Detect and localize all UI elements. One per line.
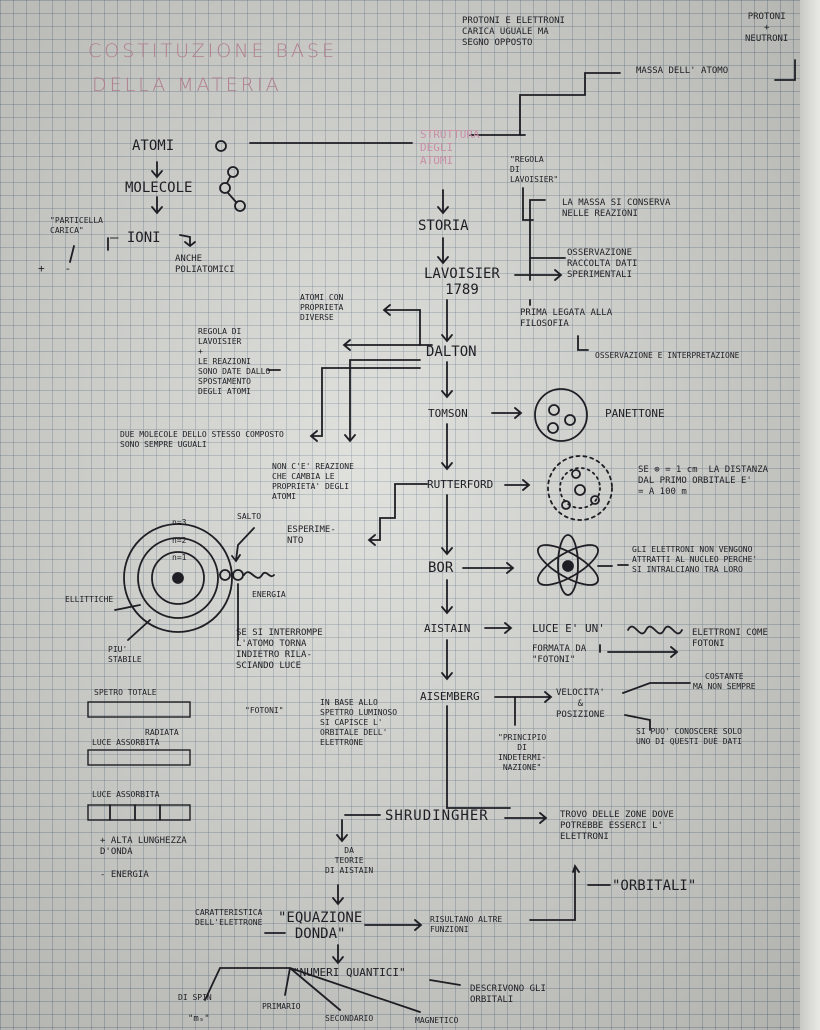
luce-assorbita-label-2: LUCE ASSORBITA — [92, 790, 160, 799]
costante-note: COSTANTE MA NON SEMPRE — [693, 672, 756, 691]
orbit-n2: n=2 — [172, 536, 187, 545]
regola-reazioni-note: REGOLA DI LAVOISIER + LE REAZIONI SONO D… — [198, 327, 271, 396]
spin-label: DI SPIN — [178, 993, 212, 1002]
fotoni-note: "FOTONI" — [245, 706, 284, 715]
filosofia-note: PRIMA LEGATA ALLA FILOSOFIA — [520, 308, 613, 329]
lunghezza-onda-note: + ALTA LUNGHEZZA D'ONDA — [100, 836, 187, 857]
risultano-funzioni-note: RISULTANO ALTRE FUNZIONI — [430, 915, 503, 934]
dalton-label: DALTON — [426, 344, 477, 360]
caratteristica-note: CARATTERISTICA DELL'ELETTRONE — [195, 908, 263, 927]
page-subtitle: DELLA MATERIA — [92, 74, 282, 96]
struttura-label: STRUTTURA DEGLI ATOMI — [420, 128, 480, 167]
elettroni-nucleo-note: GLI ELETTRONI NON VENGONO ATTRATTI AL NU… — [632, 545, 758, 574]
energia-label: ENERGIA — [252, 590, 286, 599]
ellittiche-label: ELLITTICHE — [65, 595, 114, 604]
particella-label: "PARTICELLA CARICA" — [50, 216, 103, 235]
spettro-note: IN BASE ALLO SPETTRO LUMINOSO SI CAPISCE… — [320, 698, 398, 747]
ms-label: "mₛ" — [188, 1014, 210, 1024]
shrudingher-label: SHRUDINGHER — [385, 808, 489, 824]
teorie-aistain-note: DA TEORIE DI AISTAIN — [325, 846, 374, 875]
secondario-label: SECONDARIO — [325, 1014, 374, 1023]
protons-neutrons-note: PROTONI + NEUTRONI — [745, 12, 789, 44]
equazione-label: "EQUAZIONE DONDA" — [278, 910, 363, 942]
atomi-proprieta-note: ATOMI CON PROPRIETA DIVERSE — [300, 293, 344, 322]
ioni-label: — IONI — [110, 230, 161, 246]
regola-lavoisier-note: "REGOLA DI LAVOISIER" — [510, 155, 559, 184]
poliatomici-note: ANCHE POLIATOMICI — [175, 254, 235, 275]
molecole-label: MOLECOLE — [125, 180, 193, 196]
magnetico-label: MAGNETICO — [415, 1016, 459, 1025]
protons-note: PROTONI E ELETTRONI CARICA UGUALE MA SEG… — [462, 16, 565, 48]
spettro-totale-label: SPETRO TOTALE — [94, 688, 157, 697]
conoscere-note: SI PUO' CONOSCERE SOLO UNO DI QUESTI DUE… — [636, 727, 742, 746]
atomi-label: ATOMI — [132, 138, 175, 154]
orbit-n1: n=1 — [172, 553, 187, 562]
radiata-label: RADIATA — [145, 728, 179, 737]
page-edge — [800, 0, 820, 1030]
storia-label: STORIA — [418, 218, 469, 234]
piu-stabile-label: PIU' STABILE — [108, 645, 142, 664]
esperimento-note: ESPERIME- NTO — [287, 525, 336, 546]
orbitali-label: "ORBITALI" — [612, 878, 697, 894]
luce-assorbita-label-1: LUCE ASSORBITA — [92, 738, 160, 747]
salto-label: SALTO — [237, 512, 262, 521]
interrompe-note: SE SI INTERROMPE L'ATOMO TORNA INDIETRO … — [236, 628, 323, 671]
panettone-label: PANETTONE — [605, 407, 665, 420]
formata-fotoni-note: FORMATA DA "FOTONI" — [532, 644, 587, 665]
charge-signs: + - — [38, 262, 72, 275]
page-title: COSTITUZIONE BASE — [88, 40, 338, 62]
primario-label: PRIMARIO — [262, 1002, 301, 1011]
distanza-note: SE ⊕ = 1 cm LA DISTANZA DAL PRIMO ORBITA… — [638, 465, 769, 497]
descrivono-orbitali-note: DESCRIVONO GLI ORBITALI — [470, 984, 546, 1005]
elettroni-fotoni-note: ELETTRONI COME FOTONI — [692, 628, 768, 649]
due-molecole-note: DUE MOLECOLE DELLO STESSO COMPOSTO SONO … — [120, 430, 284, 449]
osservazione-note: OSSERVAZIONE RACCOLTA DATI SPERIMENTALI — [567, 248, 638, 280]
tomson-label: TOMSON — [428, 407, 468, 420]
osservazione-interpretazione-note: OSSERVAZIONE E INTERPRETAZIONE — [595, 351, 740, 360]
atomic-mass-label: MASSA DELL' ATOMO — [636, 66, 729, 76]
lavoisier-label: LAVOISIER 1789 — [424, 266, 500, 298]
orbit-n3: n=3 — [172, 518, 187, 527]
trovo-zone-note: TROVO DELLE ZONE DOVE POTREBBE ESSERCI L… — [560, 810, 674, 842]
massa-conserva-note: LA MASSA SI CONSERVA NELLE REAZIONI — [562, 198, 671, 219]
aistain-label: AISTAIN — [424, 622, 471, 635]
bor-label: BOR — [428, 560, 454, 576]
velocita-posizione-note: VELOCITA' & POSIZIONE — [556, 688, 605, 720]
luce-note: LUCE E' UN' — [532, 622, 605, 635]
numeri-quantici-label: "NUMERI QUANTICI" — [293, 966, 406, 979]
meno-energia-note: - ENERGIA — [100, 870, 149, 880]
indeterminazione-note: "PRINCIPIO DI INDETERMI- NAZIONE" — [498, 733, 547, 772]
non-ce-reazione-note: NON C'E' REAZIONE CHE CAMBIA LE PROPRIET… — [272, 462, 354, 501]
aisemberg-label: AISEMBERG — [420, 690, 480, 703]
rutterford-label: RUTTERFORD — [427, 478, 494, 491]
